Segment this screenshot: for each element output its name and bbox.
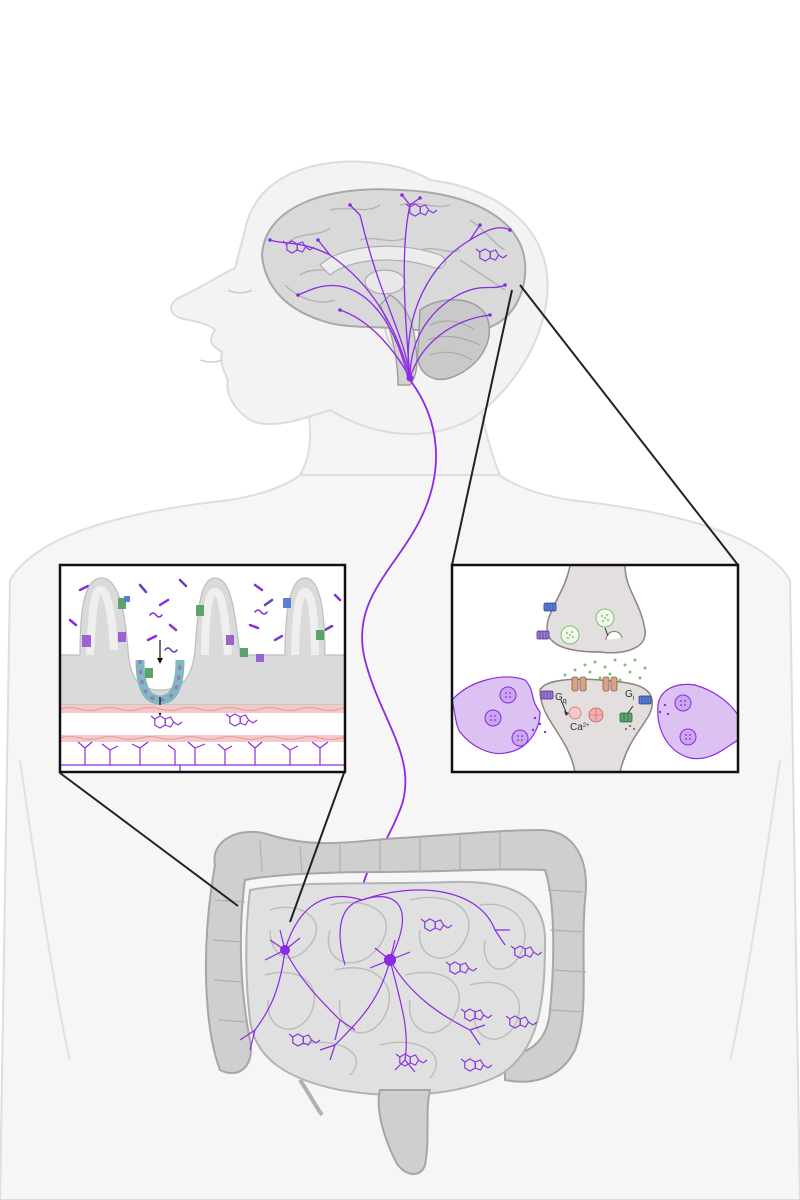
vesicle-icon <box>674 694 692 712</box>
green-receptor-icon <box>619 712 633 723</box>
intestines <box>204 828 587 1175</box>
brain-serotonergic-projections <box>269 194 511 379</box>
vesicle-icon <box>560 625 580 645</box>
gq-label: Gq <box>555 692 567 705</box>
left-arm-line <box>19 759 71 1061</box>
enterochromaffin-cells <box>82 596 324 678</box>
mouth-line <box>199 359 223 363</box>
cerebellum-folia <box>427 320 481 361</box>
gut-microbiota <box>68 578 342 653</box>
vesicle-icon <box>499 686 517 704</box>
colon <box>204 828 587 1083</box>
vesicle-icon <box>679 728 697 746</box>
gut-brain-axon <box>361 379 437 901</box>
right-arm-line <box>729 759 781 1061</box>
rectum <box>377 1089 432 1175</box>
callout-lines <box>59 284 739 923</box>
neuron-icon <box>280 945 290 955</box>
postsynaptic-neuron <box>539 678 653 772</box>
inset-frame <box>450 563 740 774</box>
vesicle-icon <box>511 729 529 747</box>
gut-epithelium-inset <box>58 563 347 774</box>
synapse-inset: Gq Ca2+ Gi <box>450 563 740 774</box>
brain-projection-terminals <box>268 193 512 317</box>
submucosal-plexus <box>60 741 345 772</box>
synaptic-cleft-serotonin <box>563 658 647 682</box>
eye-line <box>227 289 253 294</box>
lamina-layer <box>60 705 345 713</box>
receptor-icon <box>543 602 557 612</box>
enteric-neuron-bodies <box>280 945 396 966</box>
raphe-nucleus-cell <box>406 374 414 382</box>
thalamus <box>364 269 406 295</box>
inset-frame <box>58 563 347 774</box>
corpus-callosum <box>319 245 447 276</box>
gi-label: Gi <box>625 689 635 702</box>
neuron-icon <box>384 954 396 966</box>
calcium-label: Ca2+ <box>570 722 590 733</box>
appendix <box>298 1078 324 1117</box>
receptor-icon <box>638 695 652 705</box>
small-intestine <box>245 880 547 1096</box>
receptor-icon <box>536 630 550 640</box>
vesicle-icon <box>484 709 502 727</box>
enteric-nervous-system <box>239 889 510 1073</box>
receptor-icon <box>540 690 554 700</box>
villi-inner-core <box>86 585 319 656</box>
vesicle-icon <box>595 608 615 628</box>
colon-haustra <box>212 832 587 1023</box>
small-intestine-loops <box>264 896 526 1079</box>
